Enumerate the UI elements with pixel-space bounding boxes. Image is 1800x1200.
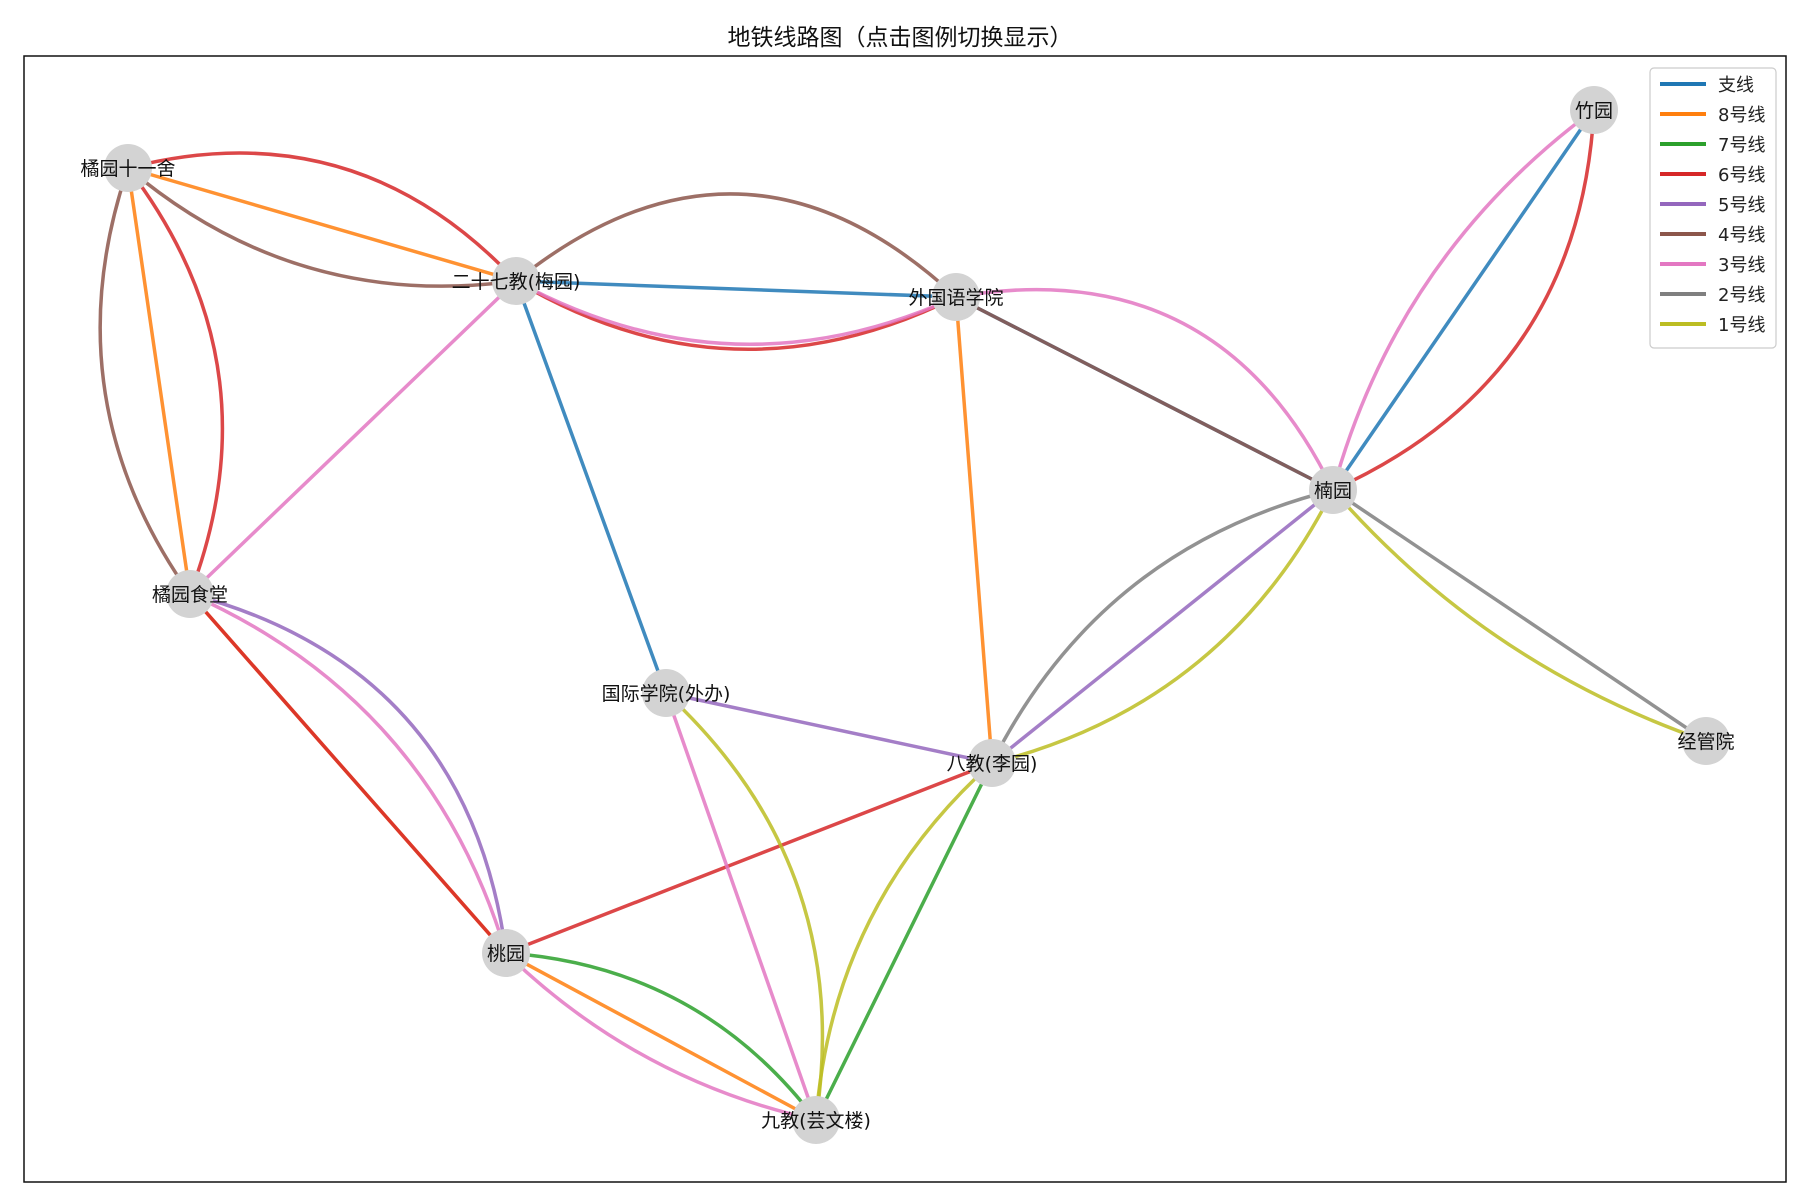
edge-zx-nanyuan-zhuyuan	[1331, 108, 1596, 492]
station-node[interactable]	[642, 669, 690, 717]
edge-l3-nanyuan-zhuyuan	[1331, 108, 1596, 492]
legend-label[interactable]: 支线	[1718, 75, 1754, 96]
station-node[interactable]	[932, 273, 980, 321]
edge-l3-gjxy-j9	[664, 691, 818, 1122]
legend-box	[1649, 67, 1777, 349]
edge-l6-juyuan11-j27	[126, 151, 518, 283]
station-juyuan11[interactable]: 橘园十一舍	[80, 144, 176, 192]
station-jgy[interactable]: 经管院	[1677, 717, 1735, 765]
station-label: 国际学院(外办)	[602, 683, 731, 705]
edge-l8-juyuan11-j27	[126, 166, 518, 283]
station-label: 外国语学院	[908, 287, 1003, 309]
legend-label[interactable]: 3号线	[1718, 255, 1765, 276]
station-node[interactable]	[792, 1096, 840, 1144]
station-label: 经管院	[1677, 731, 1734, 753]
legend-label[interactable]: 2号线	[1718, 285, 1765, 306]
edge-l8-juyuan11-jyst	[126, 166, 192, 596]
station-label: 桃园	[487, 943, 525, 965]
station-node[interactable]	[166, 570, 214, 618]
edge-l1-nanyuan-j8	[990, 488, 1335, 765]
station-j9[interactable]: 九教(芸文楼)	[761, 1096, 871, 1144]
legend-item-l5[interactable]: 5号线	[1660, 195, 1765, 216]
station-node[interactable]	[1682, 717, 1730, 765]
legend-label[interactable]: 4号线	[1718, 225, 1765, 246]
station-node[interactable]	[1309, 466, 1357, 514]
station-jyst[interactable]: 橘园食堂	[152, 570, 228, 618]
station-wgy[interactable]: 外国语学院	[908, 273, 1004, 321]
edge-l2-nanyuan-j8	[990, 488, 1335, 765]
station-label: 楠园	[1314, 480, 1352, 502]
station-node[interactable]	[968, 739, 1016, 787]
edge-l5-j8-nanyuan	[990, 488, 1335, 765]
edge-l3-wgy-nanyuan	[954, 287, 1335, 492]
edge-l4-juyuan11-jyst	[98, 166, 192, 596]
station-label: 橘园十一舍	[80, 158, 175, 180]
edge-l7-taoyuan-j9	[504, 951, 818, 1122]
station-node[interactable]	[492, 257, 540, 305]
edge-l6-jyst-taoyuan	[188, 592, 508, 955]
edge-l8-taoyuan-j9	[504, 951, 818, 1122]
station-node[interactable]	[1570, 86, 1618, 134]
legend-item-zx[interactable]: 支线	[1660, 75, 1754, 96]
station-zhuyuan[interactable]: 竹园	[1570, 86, 1618, 134]
legend-item-l2[interactable]: 2号线	[1660, 285, 1765, 306]
plot-frame	[23, 55, 1787, 1183]
legend-label[interactable]: 6号线	[1718, 165, 1765, 186]
edge-l4-juyuan11-j27	[126, 166, 518, 288]
edge-l4-wgy-nanyuan	[954, 295, 1335, 492]
edge-l3-taoyuan-j9	[504, 951, 818, 1122]
edge-l2-nanyuan-jgy	[1331, 488, 1708, 743]
legend-item-l1[interactable]: 1号线	[1660, 315, 1765, 336]
edge-l3-jyst-j27	[188, 279, 518, 596]
edge-l5-jyst-taoyuan	[188, 592, 508, 955]
edge-l6-j27-wgy	[514, 279, 958, 351]
legend-item-l6[interactable]: 6号线	[1660, 165, 1765, 186]
legend-label[interactable]: 5号线	[1718, 195, 1765, 216]
legend-label[interactable]: 1号线	[1718, 315, 1765, 336]
edge-l8-wgy-j8	[954, 295, 994, 765]
station-label: 二十七教(梅园)	[452, 271, 581, 293]
station-label: 八教(李园)	[947, 753, 1038, 775]
legend-item-l4[interactable]: 4号线	[1660, 225, 1765, 246]
edge-l1-j9-gjxy	[664, 691, 825, 1122]
legend-item-l7[interactable]: 7号线	[1660, 135, 1765, 156]
legend-item-l8[interactable]: 8号线	[1660, 105, 1765, 126]
legend-item-l3[interactable]: 3号线	[1660, 255, 1765, 276]
edge-l6-nanyuan-zhuyuan	[1331, 108, 1596, 492]
station-nanyuan[interactable]: 楠园	[1309, 466, 1357, 514]
station-j27[interactable]: 二十七教(梅园)	[452, 257, 581, 305]
station-taoyuan[interactable]: 桃园	[482, 929, 530, 977]
edge-l6-juyuan11-jyst	[126, 166, 225, 596]
station-node[interactable]	[104, 144, 152, 192]
edge-l5-gjxy-j8	[664, 691, 994, 765]
edge-zx-j27-wgy	[514, 279, 958, 299]
edge-l3-jyst-taoyuan	[188, 592, 508, 955]
edge-l7-j9-j8	[814, 761, 994, 1122]
chart-title: 地铁线路图（点击图例切换显示）	[727, 25, 1073, 51]
station-j8[interactable]: 八教(李园)	[947, 739, 1038, 787]
station-label: 橘园食堂	[152, 584, 228, 606]
edges-layer	[98, 108, 1708, 1122]
edge-l3-j27-wgy	[514, 279, 958, 346]
legend: 支线 8号线 7号线 6号线 5号线 4号线 3号线 2号线 1号线	[1649, 67, 1777, 349]
legend-label[interactable]: 7号线	[1718, 135, 1765, 156]
station-label: 竹园	[1575, 100, 1613, 122]
edge-l1-nanyuan-jgy	[1331, 488, 1708, 743]
station-gjxy[interactable]: 国际学院(外办)	[602, 669, 731, 717]
edge-zx-j27-gjxy	[514, 279, 668, 695]
station-node[interactable]	[482, 929, 530, 977]
edge-l4-j27-wgy	[514, 192, 958, 299]
edge-l6-taoyuan-j8	[504, 761, 994, 955]
legend-label[interactable]: 8号线	[1718, 105, 1765, 126]
station-label: 九教(芸文楼)	[761, 1110, 871, 1132]
